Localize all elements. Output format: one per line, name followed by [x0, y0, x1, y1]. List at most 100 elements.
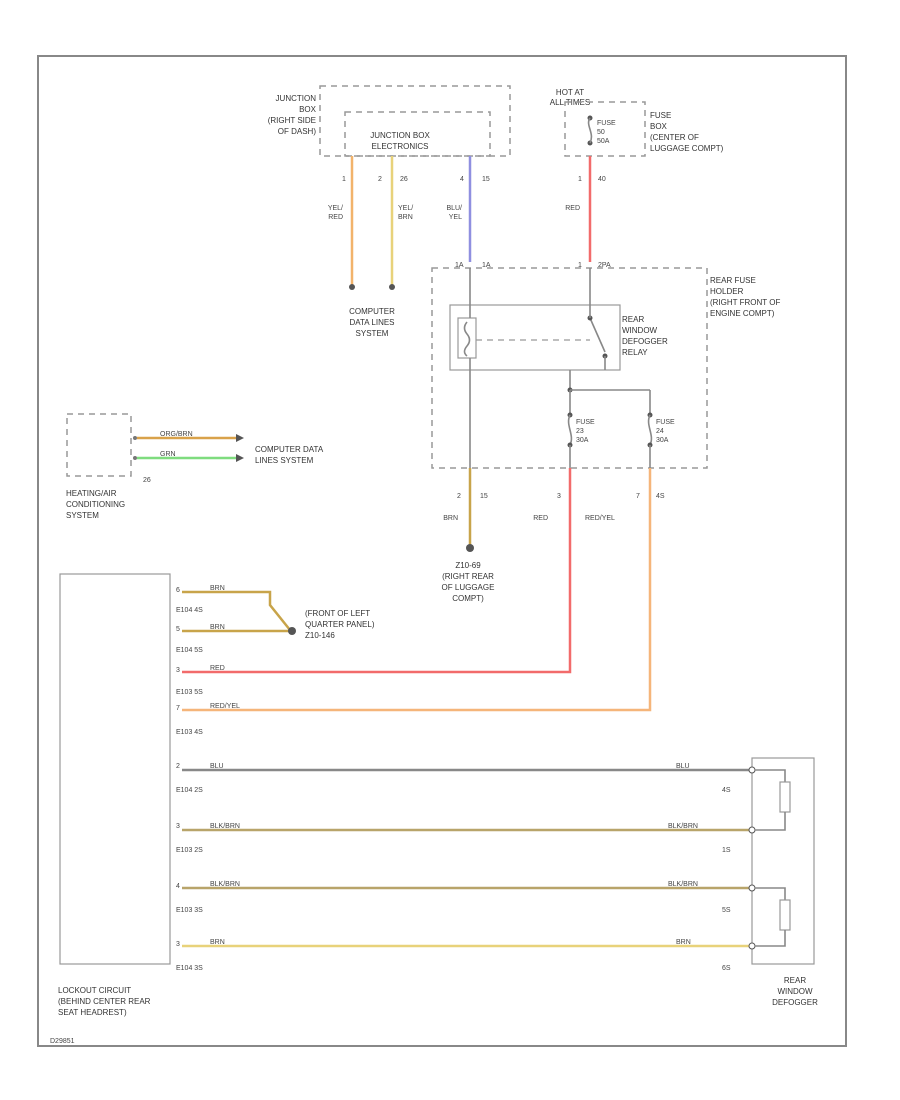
- gr-2: (RIGHT REAR: [442, 572, 494, 581]
- relay-lbl-2: WINDOW: [622, 326, 658, 335]
- fb-pin-40: 40: [598, 176, 606, 183]
- wire-label-lo8: BRN: [210, 939, 225, 946]
- rfh-bpin-3: 3: [557, 493, 561, 500]
- wire-label-orgbrn: ORG/BRN: [160, 431, 193, 438]
- lockout-lbl-1: LOCKOUT CIRCUIT: [58, 986, 131, 995]
- gl-2: QUARTER PANEL): [305, 620, 375, 629]
- wire-label-lo6r: BLK/BRN: [668, 823, 698, 830]
- wire-label-grn: GRN: [160, 451, 176, 458]
- fb-pin-1: 1: [578, 176, 582, 183]
- fuse23-2: 23: [576, 428, 584, 435]
- rfh-pin-d: 2PA: [598, 262, 611, 269]
- rfh-bpin-15: 15: [480, 493, 488, 500]
- rfh-bpin-2: 2: [457, 493, 461, 500]
- hot-label-1: HOT AT: [556, 88, 584, 97]
- rfh-loc-1: REAR FUSE: [710, 276, 756, 285]
- jb-pin-4: 4: [460, 176, 464, 183]
- gl-3: Z10-146: [305, 631, 335, 640]
- wire-label-lo3: RED: [210, 665, 225, 672]
- defogger-grid-2: [779, 899, 791, 931]
- wire-label-red: RED: [328, 214, 343, 221]
- fuse23-3: 30A: [576, 437, 589, 444]
- defog-lbl-3: DEFOGGER: [772, 998, 818, 1007]
- relay-coil: [457, 317, 477, 359]
- lo-conn-8: E104 3S: [176, 965, 203, 972]
- relay-lbl-4: RELAY: [622, 348, 648, 357]
- lockout-lbl-2: (BEHIND CENTER REAR: [58, 997, 151, 1006]
- wire-label-brn2: BRN: [443, 515, 458, 522]
- rfh-pin-b: 1A: [482, 262, 491, 269]
- hvac-lbl-2: CONDITIONING: [66, 500, 125, 509]
- lockout-pins: 6 E104 4S 5 E104 5S 3 E103 5S 7 E103 4S …: [176, 587, 203, 972]
- rfh-loc-4: ENGINE COMPT): [710, 309, 775, 318]
- fuse23-1: FUSE: [576, 419, 595, 426]
- fuse24-3: 30A: [656, 437, 669, 444]
- fuse50-3: 50A: [597, 138, 610, 145]
- gl-1: (FRONT OF LEFT: [305, 609, 370, 618]
- hvac-lbl-1: HEATING/AIR: [66, 489, 117, 498]
- defog-lbl-2: WINDOW: [777, 987, 813, 996]
- fuse50-1: FUSE: [597, 120, 616, 127]
- gr-4: COMPT): [452, 594, 484, 603]
- ground-left-icon: [288, 627, 296, 635]
- wire-label-redyel: RED/YEL: [585, 515, 615, 522]
- defog-lbl-1: REAR: [784, 976, 806, 985]
- cdl-top-1: COMPUTER: [349, 307, 395, 316]
- wire-label-lo5r: BLU: [676, 763, 690, 770]
- wire-label-lo1: BRN: [210, 585, 225, 592]
- wire-brn-1: [182, 590, 291, 631]
- hvac-lbl-3: SYSTEM: [66, 511, 99, 520]
- relay-switch: [589, 317, 606, 353]
- cdl-left-2: LINES SYSTEM: [255, 456, 314, 465]
- defog-pin-4s: 4S: [722, 787, 731, 794]
- fb-loc-2: BOX: [650, 122, 668, 131]
- lockout-circuit: [59, 573, 171, 965]
- fb-loc-3: (CENTER OF: [650, 133, 699, 142]
- jb-loc-2: BOX: [299, 105, 317, 114]
- fuse50-2: 50: [597, 129, 605, 136]
- cdl-top-2: DATA LINES: [349, 318, 394, 327]
- lockout-lbl-3: SEAT HEADREST): [58, 1008, 127, 1017]
- connector-dot: [349, 284, 355, 290]
- lo-conn-1: E104 4S: [176, 607, 203, 614]
- fb-loc-4: LUGGAGE COMPT): [650, 144, 724, 153]
- lo-conn-4: E103 4S: [176, 729, 203, 736]
- lo-small-1: 6: [176, 587, 180, 594]
- wire-label-yel2: YEL/: [398, 205, 413, 212]
- fuse24-2: 24: [656, 428, 664, 435]
- rfh-bpin-7: 7: [636, 493, 640, 500]
- wire-label-lo7: BLK/BRN: [210, 881, 240, 888]
- defog-pin-5s: 5S: [722, 907, 731, 914]
- lo-small-4: 7: [176, 705, 180, 712]
- cdl-top-3: SYSTEM: [356, 329, 389, 338]
- rfh-bpin-4s: 4S: [656, 493, 665, 500]
- lo-small-3: 3: [176, 667, 180, 674]
- rear-window-defogger: 4S 1S 5S 6S REAR WINDOW DEFOGGER: [722, 757, 818, 1007]
- lo-conn-6: E103 2S: [176, 847, 203, 854]
- rfh-loc-3: (RIGHT FRONT OF: [710, 298, 780, 307]
- defogger-grid-1: [779, 781, 791, 813]
- wire-label-lo8r: BRN: [676, 939, 691, 946]
- wire-label-lo7r: BLK/BRN: [668, 881, 698, 888]
- wire-label-yel: YEL/: [328, 205, 343, 212]
- heating-ac-module: 26 HEATING/AIR CONDITIONING SYSTEM: [66, 413, 151, 520]
- jb-module-1: JUNCTION BOX: [370, 131, 430, 140]
- hvac-pin-26: 26: [143, 477, 151, 484]
- ground-right-icon: [466, 544, 474, 552]
- defogger-relay: [449, 304, 621, 371]
- lo-small-7: 4: [176, 883, 180, 890]
- connector-dot: [389, 284, 395, 290]
- wire-label-lo6: BLK/BRN: [210, 823, 240, 830]
- jb-pin-26: 26: [400, 176, 408, 183]
- wire-redyel-lockout: [182, 468, 652, 712]
- jb-loc-3: (RIGHT SIDE: [268, 116, 316, 125]
- rfh-loc-2: HOLDER: [710, 287, 744, 296]
- wire-label-red2: RED: [565, 205, 580, 212]
- lo-conn-7: E103 3S: [176, 907, 203, 914]
- jb-module-2: ELECTRONICS: [372, 142, 429, 151]
- wire-label-lo4: RED/YEL: [210, 703, 240, 710]
- fb-loc-1: FUSE: [650, 111, 671, 120]
- defog-pin-1s: 1S: [722, 847, 731, 854]
- cdl-left-1: COMPUTER DATA: [255, 445, 324, 454]
- lo-conn-5: E104 2S: [176, 787, 203, 794]
